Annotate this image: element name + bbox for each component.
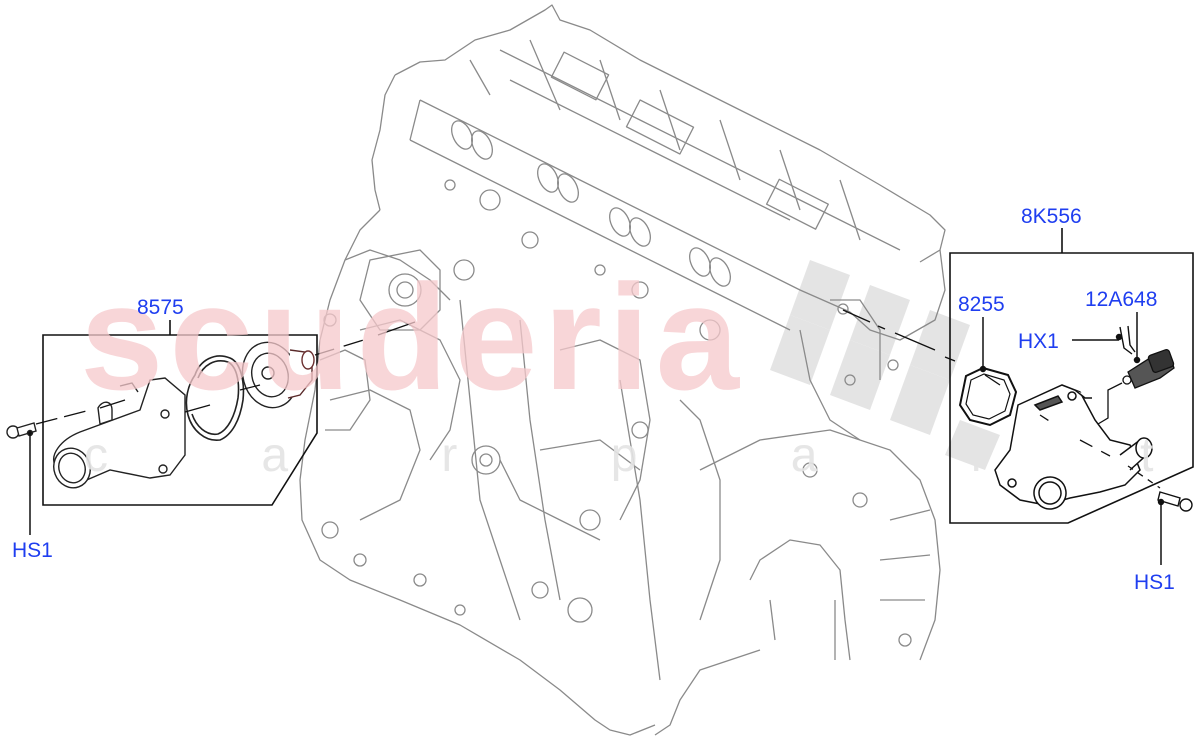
- left-bolt: [6, 422, 37, 439]
- watermark-scuderia: scuderia: [80, 253, 745, 421]
- callout-hs1-left[interactable]: HS1: [12, 539, 53, 562]
- callout-hx1[interactable]: HX1: [1018, 330, 1059, 353]
- checkered-flag-watermark: [770, 260, 1000, 470]
- right-assembly-axis: [842, 309, 1161, 489]
- leader-lines: [29, 312, 1162, 565]
- temperature-sensor: [1097, 348, 1175, 425]
- thermostat: [241, 341, 315, 409]
- callout-8255[interactable]: 8255: [958, 293, 1005, 316]
- outlet-gasket: [958, 366, 1018, 427]
- callout-bracket-8575: [42, 320, 318, 506]
- callout-8K556[interactable]: 8K556: [1021, 205, 1082, 228]
- watermark-car-parts: c a r p a r t s: [84, 429, 1200, 482]
- left-assembly-axis: [35, 321, 416, 425]
- engine-block: [299, 4, 946, 736]
- coolant-outlet-housing: [994, 384, 1153, 510]
- callout-bracket-8K556: [949, 228, 1194, 524]
- thermostat-housing: [53, 377, 186, 489]
- retaining-clip: [1115, 325, 1136, 355]
- callout-12A648[interactable]: 12A648: [1085, 288, 1158, 311]
- callout-hs1-right[interactable]: HS1: [1134, 571, 1175, 594]
- right-bolt: [1157, 491, 1193, 512]
- callout-8575[interactable]: 8575: [137, 296, 184, 319]
